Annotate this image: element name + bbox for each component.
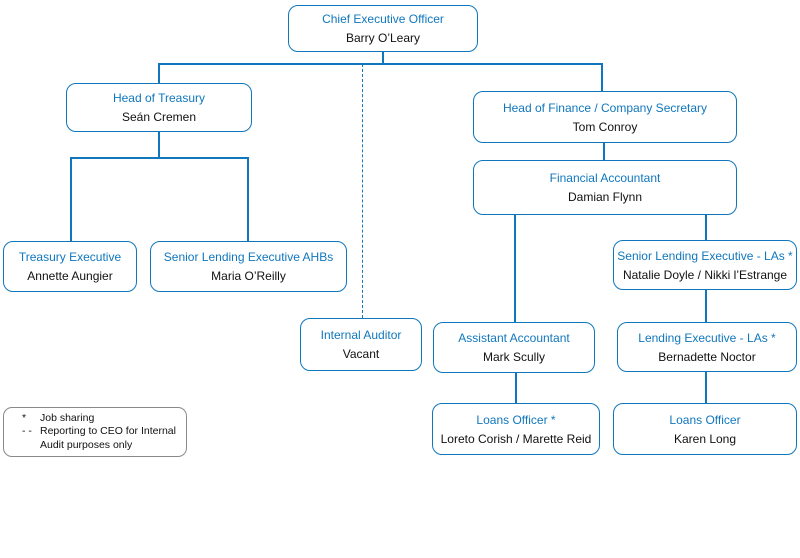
connector-line bbox=[158, 63, 603, 65]
node-person: Damian Flynn bbox=[567, 190, 643, 204]
org-node-loans-officer-job-share: Loans Officer * Loreto Corish / Marette … bbox=[432, 403, 600, 455]
node-title: Head of Treasury bbox=[112, 91, 206, 105]
connector-line bbox=[158, 132, 160, 157]
node-title: Loans Officer * bbox=[476, 412, 556, 427]
node-title: Internal Auditor bbox=[320, 328, 402, 342]
connector-line bbox=[705, 290, 707, 322]
node-person: Karen Long bbox=[673, 431, 737, 446]
connector-line bbox=[515, 373, 517, 403]
node-person: Tom Conroy bbox=[572, 119, 638, 134]
org-node-internal-auditor: Internal Auditor Vacant bbox=[300, 318, 422, 371]
legend-text: Audit purposes only bbox=[40, 438, 133, 451]
org-node-head-of-finance: Head of Finance / Company Secretary Tom … bbox=[473, 91, 737, 143]
node-title: Senior Lending Executive - LAs * bbox=[617, 248, 793, 263]
node-person: Vacant bbox=[342, 347, 380, 361]
org-node-loans-officer: Loans Officer Karen Long bbox=[613, 403, 797, 455]
org-node-head-of-treasury: Head of Treasury Seán Cremen bbox=[66, 83, 252, 132]
node-title: Senior Lending Executive AHBs bbox=[163, 250, 334, 264]
org-node-lending-executive-las: Lending Executive - LAs * Bernadette Noc… bbox=[617, 322, 797, 372]
connector-line bbox=[158, 64, 160, 83]
connector-line bbox=[705, 372, 707, 403]
node-person: Mark Scully bbox=[482, 350, 545, 364]
connector-line bbox=[705, 215, 707, 240]
legend-symbol-asterisk: * bbox=[22, 412, 27, 425]
node-title: Treasury Executive bbox=[18, 250, 122, 264]
connector-line bbox=[70, 158, 72, 241]
node-title: Loans Officer bbox=[669, 412, 741, 427]
legend-text: Reporting to CEO for Internal bbox=[40, 425, 176, 438]
legend-symbol-dashes: - - bbox=[22, 425, 32, 438]
node-title: Financial Accountant bbox=[549, 171, 661, 185]
node-person: Barry O’Leary bbox=[345, 31, 421, 45]
node-person: Natalie Doyle / Nikki l’Estrange bbox=[622, 267, 788, 282]
connector-line bbox=[603, 143, 605, 160]
node-person: Bernadette Noctor bbox=[658, 349, 756, 364]
node-person: Seán Cremen bbox=[121, 110, 197, 124]
connector-line bbox=[247, 158, 249, 241]
node-person: Maria O’Reilly bbox=[211, 269, 286, 283]
connector-line bbox=[70, 157, 249, 159]
node-person: Loreto Corish / Marette Reid bbox=[440, 431, 592, 446]
org-node-chief-executive-officer: Chief Executive Officer Barry O’Leary bbox=[288, 5, 478, 52]
connector-line bbox=[601, 64, 603, 91]
node-title: Assistant Accountant bbox=[458, 331, 570, 345]
node-title: Head of Finance / Company Secretary bbox=[502, 100, 708, 115]
org-node-financial-accountant: Financial Accountant Damian Flynn bbox=[473, 160, 737, 215]
org-node-assistant-accountant: Assistant Accountant Mark Scully bbox=[433, 322, 595, 373]
legend-content: * Job sharing - - Reporting to CEO for I… bbox=[22, 412, 176, 451]
org-node-senior-lending-executive-ahbs: Senior Lending Executive AHBs Maria O’Re… bbox=[150, 241, 347, 292]
legend-text: Job sharing bbox=[40, 412, 95, 425]
connector-line bbox=[382, 52, 384, 63]
legend-symbol-blank bbox=[22, 439, 37, 452]
connector-line bbox=[514, 215, 516, 322]
node-title: Chief Executive Officer bbox=[322, 12, 444, 26]
org-node-treasury-executive: Treasury Executive Annette Aungier bbox=[3, 241, 137, 292]
node-title: Lending Executive - LAs * bbox=[638, 330, 776, 345]
legend-box: * Job sharing - - Reporting to CEO for I… bbox=[3, 407, 187, 457]
dashed-reporting-line bbox=[362, 64, 363, 318]
node-person: Annette Aungier bbox=[27, 269, 113, 283]
org-node-senior-lending-executive-las: Senior Lending Executive - LAs * Natalie… bbox=[613, 240, 797, 290]
